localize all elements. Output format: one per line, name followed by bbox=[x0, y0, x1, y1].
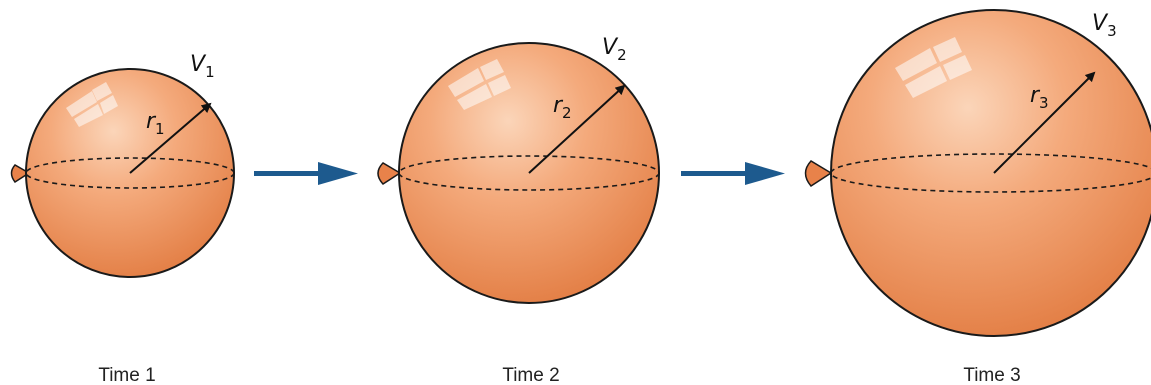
balloon-1: r1 V1 bbox=[12, 52, 235, 277]
progress-arrow-2 bbox=[681, 162, 785, 185]
balloon-3: r3 V3 bbox=[806, 10, 1151, 336]
time-label-3: Time 3 bbox=[963, 365, 1020, 385]
time-label-1: Time 1 bbox=[98, 365, 155, 385]
balloon-2-knot bbox=[378, 163, 400, 184]
balloon-1-volume-label: V1 bbox=[190, 52, 215, 81]
balloon-3-body bbox=[831, 10, 1151, 336]
time-label-2: Time 2 bbox=[502, 365, 559, 385]
balloon-3-knot bbox=[806, 161, 832, 186]
balloon-2-volume-label: V2 bbox=[602, 35, 627, 64]
progress-arrow-1 bbox=[254, 162, 358, 185]
balloon-3-volume-label: V3 bbox=[1092, 11, 1117, 40]
balloon-2: r2 V2 bbox=[378, 35, 659, 303]
